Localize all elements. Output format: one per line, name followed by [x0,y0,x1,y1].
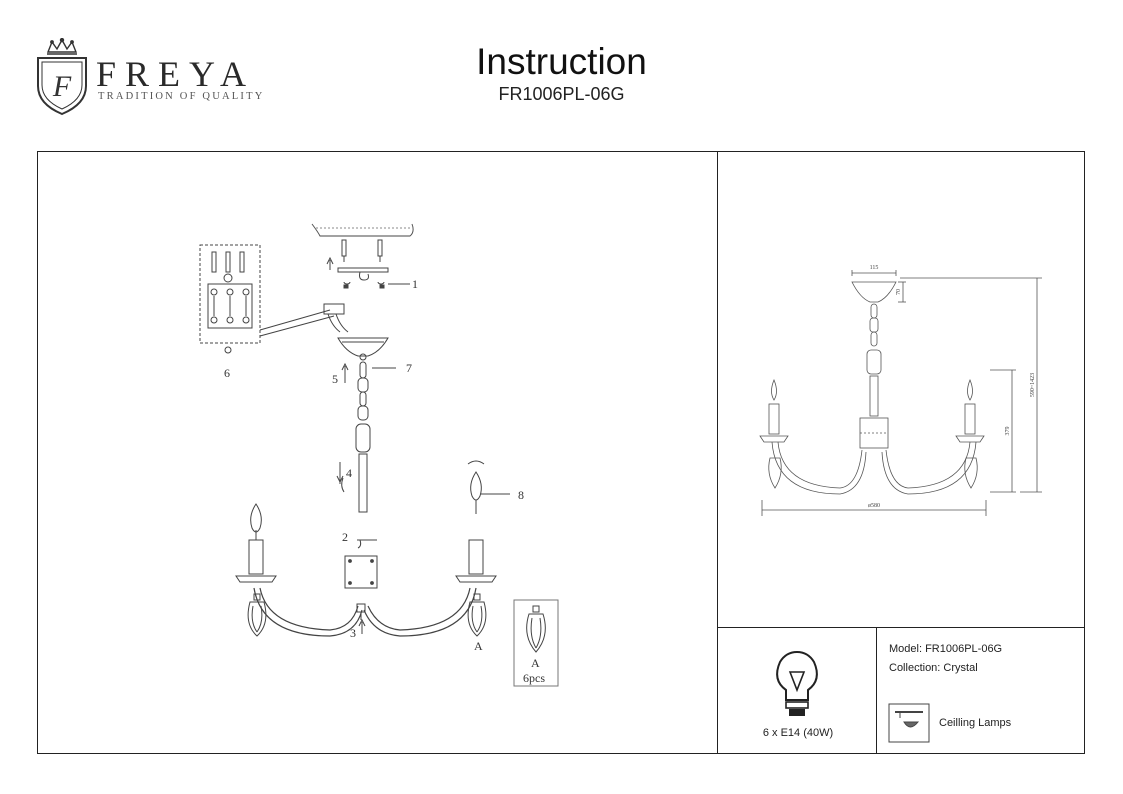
ceiling [311,223,414,237]
candle-left [235,503,277,637]
divider-vertical [717,151,718,754]
candle-right [455,460,510,637]
logo-letter: F [52,70,72,103]
lamp-type: Ceilling Lamps [939,717,1012,729]
callout-3: 3 [350,626,356,640]
callout-4: 4 [346,466,352,480]
divider-horizontal [717,627,1085,628]
dimension-labels: 115 70 379 590~1423 ø580 [868,265,1036,509]
callout-a: A [474,639,483,653]
shield-icon [37,57,87,116]
callout-labels: 1 2 3 4 5 6 7 8 A A 6pcs [224,277,545,685]
page-title: Instruction [476,41,647,82]
callout-5: 5 [332,372,338,386]
brand-tagline: TRADITION OF QUALITY [98,91,265,102]
inset-label: A [531,656,540,670]
crown-icon [46,38,78,55]
diagram-frame [37,151,1085,754]
assembly-drawing [199,223,559,687]
terminal-block-inset [199,244,349,354]
dimension-drawing [759,270,1042,516]
mounting-bracket [326,256,410,289]
freya-logo: F [37,38,87,116]
model-line: Model: FR1006PL-06G [889,643,1003,655]
wall-anchors [341,239,383,262]
callout-6: 6 [224,366,230,380]
divider-spec [876,627,877,754]
arms [253,587,477,637]
ceiling-lamp-icon [888,703,930,743]
crystal-inset [513,599,559,687]
inset-qty: 6pcs [523,671,545,685]
callout-8: 8 [518,488,524,502]
body-plate [344,539,378,634]
dim-body-height: 379 [1005,427,1011,436]
rod [336,453,368,513]
bulb-spec: 6 x E14 (40W) [762,727,834,739]
chain [355,361,371,453]
dim-canopy-height: 70 [896,289,902,295]
bulb-icon [776,650,818,716]
model-code: FR1006PL-06G [498,84,625,104]
dim-diameter: ø580 [868,503,880,509]
collection-line: Collection: Crystal [889,662,978,674]
callout-2: 2 [342,530,348,544]
brand-name: FREYA [96,54,256,94]
canopy [337,337,396,383]
callout-1: 1 [412,277,418,291]
dim-canopy-width: 115 [870,265,879,271]
dim-overall-height: 590~1423 [1030,373,1036,397]
callout-7: 7 [406,361,412,375]
